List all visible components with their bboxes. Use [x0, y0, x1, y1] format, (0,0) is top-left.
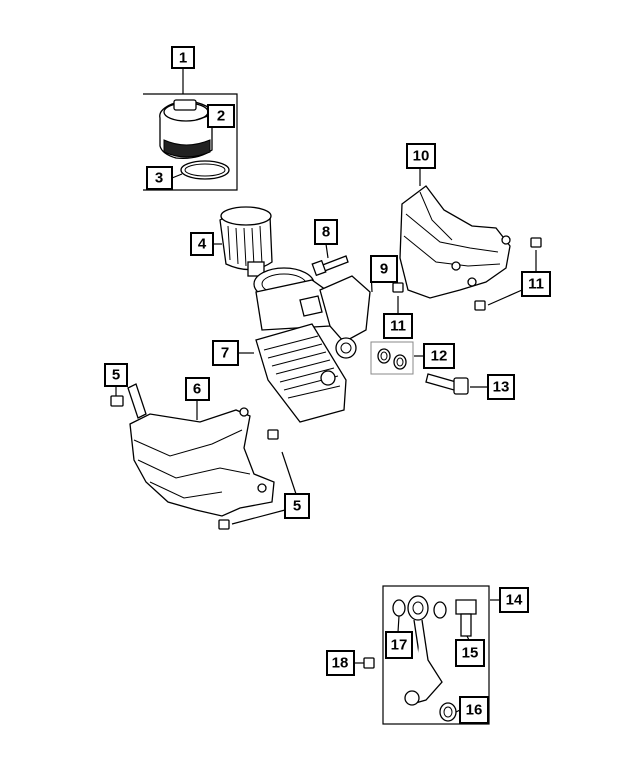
callout-5-bottom: 5 [284, 493, 310, 519]
callout-2-label: 2 [217, 108, 225, 125]
callout-11-left-label: 11 [390, 318, 406, 335]
bolts-11 [392, 237, 542, 311]
bolts-5 [110, 395, 279, 530]
callout-13-label: 13 [493, 379, 510, 396]
callout-16: 16 [459, 696, 489, 724]
callout-8-label: 8 [322, 224, 330, 241]
callout-6-label: 6 [193, 381, 201, 398]
callout-10-label: 10 [413, 148, 430, 165]
callout-11-right: 11 [521, 271, 551, 297]
callout-12: 12 [423, 343, 455, 369]
callout-9-label: 9 [380, 261, 388, 278]
filter-housing [253, 267, 371, 423]
seals-12 [370, 341, 414, 375]
callout-3: 3 [146, 166, 173, 190]
callout-8: 8 [314, 219, 338, 245]
callout-7: 7 [212, 340, 239, 366]
callout-18: 18 [326, 650, 355, 676]
callout-4-label: 4 [198, 236, 207, 253]
callout-15-label: 15 [462, 645, 479, 662]
callout-6: 6 [185, 377, 210, 401]
callout-16-label: 16 [466, 702, 483, 719]
callout-11-right-label: 11 [528, 276, 544, 293]
filter-element [219, 206, 273, 277]
bolt-8 [311, 255, 349, 277]
filter-cap-assembly [143, 93, 238, 191]
heat-shield-upper [399, 185, 511, 299]
callout-9: 9 [370, 255, 398, 283]
callout-17-label: 17 [391, 637, 408, 654]
callout-5-top-label: 5 [112, 367, 120, 384]
callout-1: 1 [171, 46, 195, 69]
oil-tube-assembly [382, 585, 490, 725]
callout-18-label: 18 [332, 655, 349, 672]
callout-7-label: 7 [221, 345, 229, 362]
callout-11-left: 11 [383, 313, 413, 339]
callout-1-label: 1 [179, 50, 187, 67]
bolt-13 [425, 373, 469, 395]
callout-17: 17 [385, 631, 413, 659]
callout-10: 10 [406, 143, 436, 169]
callout-5-top: 5 [104, 363, 128, 387]
callout-2: 2 [207, 104, 235, 128]
callout-5-bottom-label: 5 [293, 498, 301, 515]
callout-13: 13 [487, 374, 515, 400]
callout-15: 15 [455, 639, 485, 667]
callout-12-label: 12 [431, 348, 448, 365]
bolt-18 [363, 657, 375, 669]
callout-4: 4 [190, 232, 214, 256]
callout-14-label: 14 [506, 592, 523, 609]
callout-14: 14 [499, 587, 529, 613]
callout-3-label: 3 [155, 170, 163, 187]
leader-lines [115, 68, 537, 713]
heat-shield-lower [127, 383, 275, 517]
